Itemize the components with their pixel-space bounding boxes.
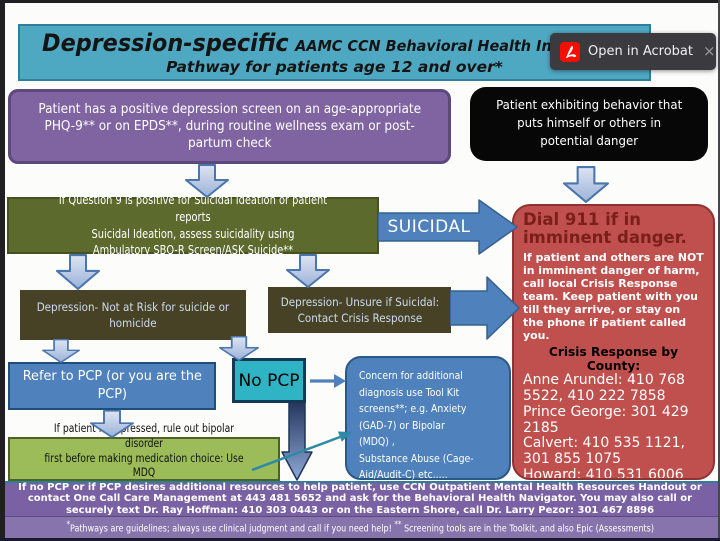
arrow-notatrisk-to-nopcp <box>219 336 259 361</box>
footnote2: Screening tools are in the Toolkit, and … <box>401 523 654 535</box>
arrow-nopcp-to-concern <box>310 372 346 390</box>
arrow-danger-to-911 <box>563 166 609 203</box>
page-frame-right <box>718 0 720 541</box>
resources-banner: If no PCP or if PCP desires additional r… <box>0 481 720 516</box>
county-entry: Anne Arundel: 410 768 5522, 410 222 7858 <box>523 372 685 405</box>
footnote1: Pathways are guidelines; always use clin… <box>69 523 395 535</box>
resources-banner-text: If no PCP or if PCP desires additional r… <box>18 481 702 516</box>
close-icon[interactable]: × <box>702 42 716 60</box>
footnote1-mark: * <box>66 520 70 531</box>
dial-911-heading: Dial 911 if in imminent danger. <box>523 210 687 248</box>
concern-toolkit-box: Concern for additional diagnosis use Too… <box>345 356 511 481</box>
arrow-refer-to-bipolar <box>90 410 134 438</box>
question9-box: If Question 9 is positive for Suicidal I… <box>7 193 379 257</box>
bipolar-mdq-box: If patient is depressed, rule out bipola… <box>8 422 280 494</box>
footnote2-mark: ** <box>394 520 402 531</box>
arrow-notatrisk-to-refer <box>42 339 80 363</box>
page-frame-left <box>0 0 5 541</box>
arrow-screen-to-question9 <box>185 164 229 198</box>
unsure-suicidal-text: Depression- Unsure if Suicidal: Contact … <box>280 294 439 325</box>
refer-pcp-box: Refer to PCP (or you are the PCP) <box>8 362 216 410</box>
question9-text: If Question 9 is positive for Suicidal I… <box>58 193 328 258</box>
arrow-question9-to-notatrisk <box>56 254 100 290</box>
danger-behavior-box: Patient exhibiting behavior that puts hi… <box>470 87 708 161</box>
county-list: Anne Arundel: 410 768 5522, 410 222 7858… <box>523 372 704 480</box>
concern-toolkit-text: Concern for additional diagnosis use Too… <box>359 369 474 481</box>
title-emphasis: Depression-specific <box>41 29 289 57</box>
county-entry: Howard: 410 531 6006 <box>523 466 684 480</box>
page-frame-bottom <box>0 538 720 541</box>
arrow-unsure-to-911 <box>450 276 520 340</box>
county-entry: Calvert: 410 535 1121, 301 855 1075 <box>523 435 685 467</box>
arrow-bipolar-to-concern <box>248 428 358 474</box>
unsure-suicidal-box: Depression- Unsure if Suicidal: Contact … <box>268 287 451 333</box>
acrobat-icon <box>560 41 580 62</box>
crisis-county-header: Crisis Response by County: <box>548 345 679 374</box>
title-line-2: Pathway for patients age 12 and over* <box>166 58 503 76</box>
page-frame-top <box>0 0 720 3</box>
suicidal-label: SUICIDAL <box>387 217 471 237</box>
open-in-acrobat-button[interactable]: Open in Acrobat × <box>550 33 716 70</box>
depression-screen-text: Patient has a positive depression screen… <box>38 101 421 152</box>
arrow-nopcp-to-banner <box>281 402 313 481</box>
arrow-question9-to-unsure <box>286 254 330 288</box>
dial-911-body: If patient and others are NOT in imminen… <box>523 250 704 343</box>
footnotes-bar: *Pathways are guidelines; always use cli… <box>0 516 720 538</box>
depression-screen-box: Patient has a positive depression screen… <box>8 89 451 164</box>
not-at-risk-text: Depression- Not at Risk for suicide or h… <box>36 299 230 330</box>
not-at-risk-box: Depression- Not at Risk for suicide or h… <box>20 290 246 340</box>
title-rest: AAMC CCN Behavioral Health Integration <box>294 37 628 55</box>
page-title: Depression-specific AAMC CCN Behavioral … <box>18 24 651 81</box>
no-pcp-box: No PCP <box>232 358 306 403</box>
title-line-1: Depression-specific AAMC CCN Behavioral … <box>42 29 628 57</box>
county-entry: Prince George: 301 429 2185 <box>523 403 689 436</box>
open-in-acrobat-label: Open in Acrobat <box>588 44 693 59</box>
danger-behavior-text: Patient exhibiting behavior that puts hi… <box>495 98 683 149</box>
dial-911-box: Dial 911 if in imminent danger. If patie… <box>512 204 715 480</box>
no-pcp-text: No PCP <box>238 370 300 391</box>
suicidal-arrow: SUICIDAL <box>378 199 518 255</box>
refer-pcp-text: Refer to PCP (or you are the PCP) <box>22 368 202 402</box>
footnotes-text: *Pathways are guidelines; always use cli… <box>66 520 654 534</box>
